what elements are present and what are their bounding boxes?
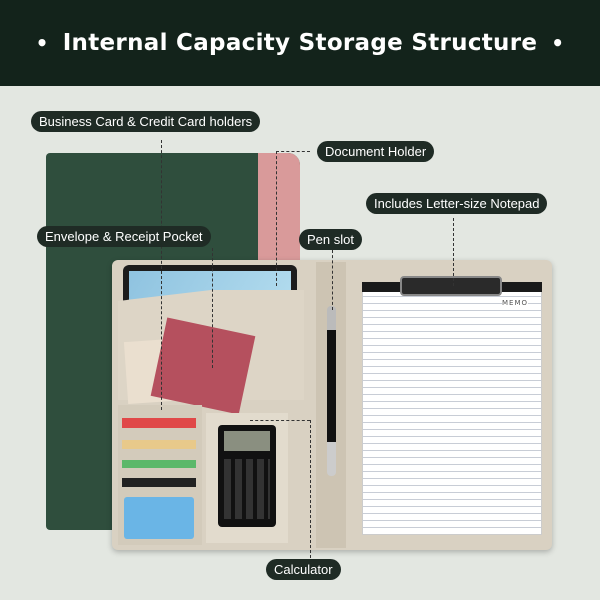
notepad-header: MEMO [502,299,529,307]
card [122,418,196,428]
card [124,497,194,539]
label-document-holder: Document Holder [317,141,435,162]
label-card-holders: Business Card & Credit Card holders [31,111,261,132]
leader-line [212,248,213,368]
card [122,478,196,487]
leader-line [276,151,310,152]
calculator [218,425,276,527]
bullet: • [35,31,49,55]
clipboard-clip [400,276,502,296]
bullet: • [551,31,565,55]
pen [327,306,336,476]
label-notepad: Includes Letter-size Notepad [366,193,548,214]
title-banner: • Internal Capacity Storage Structure • [0,0,600,86]
leader-line [276,151,277,286]
leader-line [453,218,454,286]
leader-line [161,140,162,410]
leader-line [250,420,310,421]
label-calculator: Calculator [266,559,341,580]
card [122,460,196,468]
label-envelope-pocket: Envelope & Receipt Pocket [37,226,211,247]
card [122,440,196,449]
leader-line [332,250,333,310]
notepad [362,282,542,535]
leader-line [310,420,311,558]
label-pen-slot: Pen slot [299,229,362,250]
page-title: Internal Capacity Storage Structure [62,30,538,56]
